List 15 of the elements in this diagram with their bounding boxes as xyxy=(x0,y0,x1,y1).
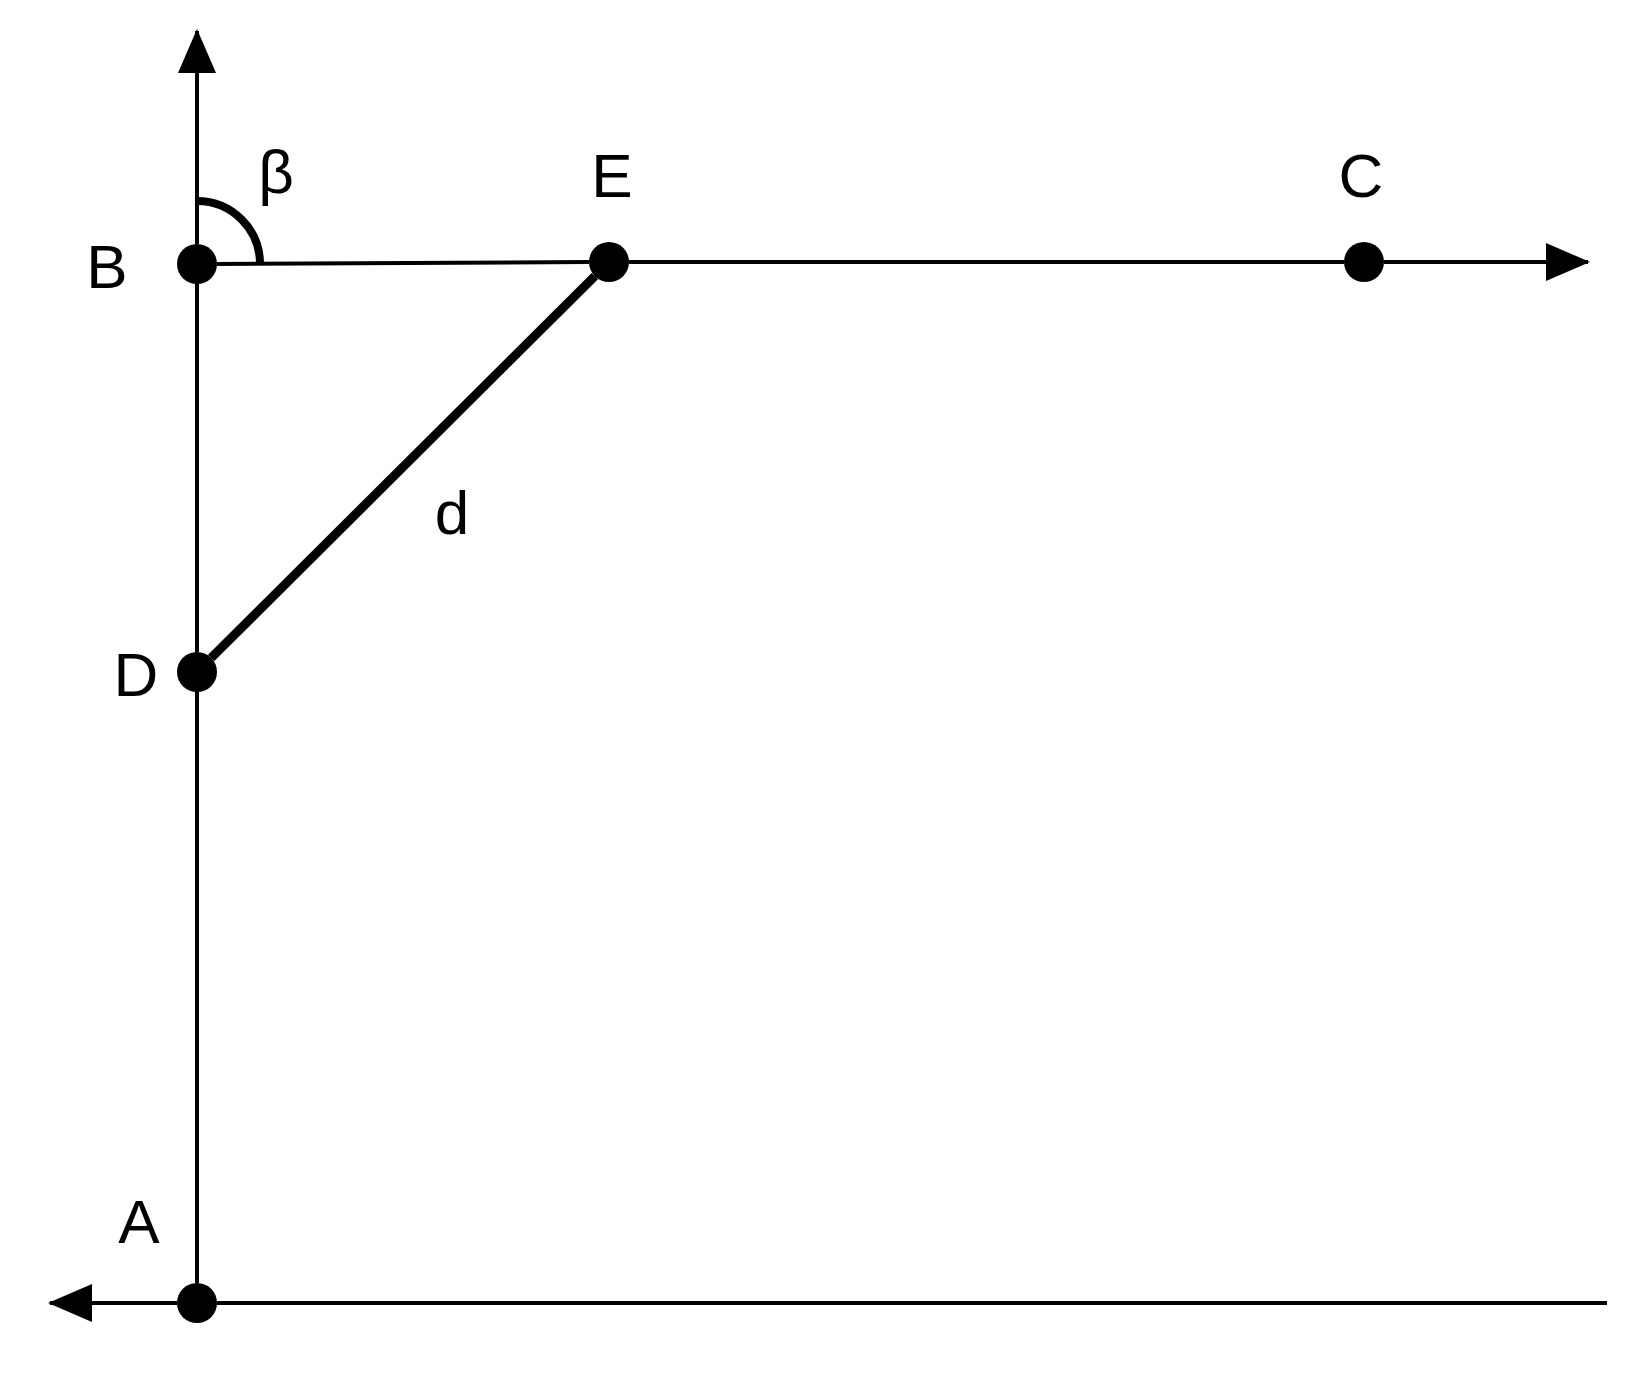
line xyxy=(217,1301,1607,1305)
edge-label: d xyxy=(434,482,470,544)
line xyxy=(629,260,1344,264)
arrow xyxy=(1384,243,1590,281)
point-label: C xyxy=(1338,145,1384,207)
point-label: D xyxy=(113,644,159,706)
line xyxy=(208,272,598,662)
arrow xyxy=(48,1284,177,1322)
line xyxy=(195,692,199,1283)
arrow xyxy=(178,29,216,244)
point-label: E xyxy=(591,145,633,207)
point-label: B xyxy=(86,236,128,298)
line xyxy=(217,260,589,266)
line xyxy=(195,284,199,652)
point-label: A xyxy=(118,1191,160,1253)
